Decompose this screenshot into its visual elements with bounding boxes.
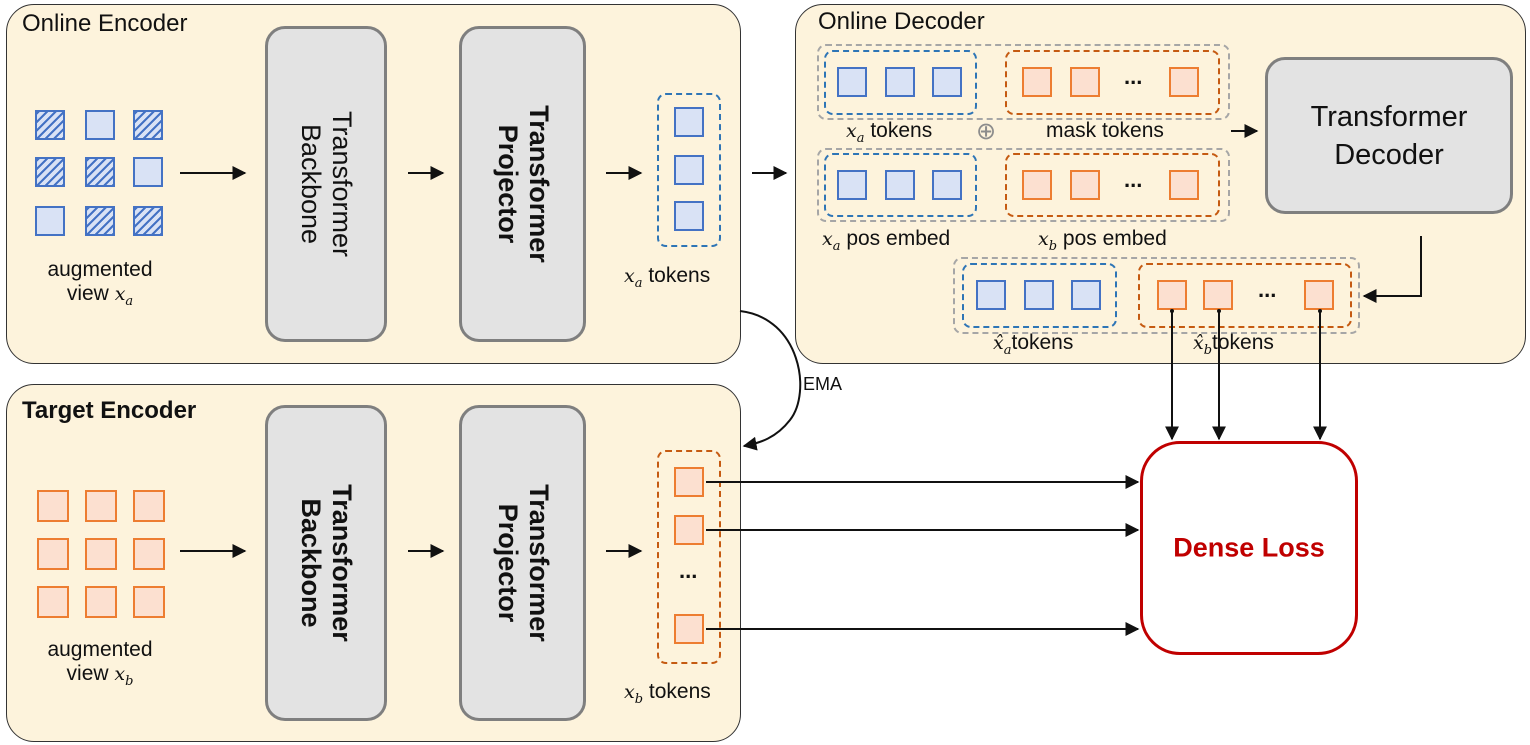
patch <box>35 157 65 187</box>
patch <box>133 490 165 522</box>
mask-token <box>1070 67 1100 97</box>
xa-token <box>837 67 867 97</box>
pos-embed <box>885 170 915 200</box>
xb-token <box>674 614 704 644</box>
xa-token <box>932 67 962 97</box>
patch <box>37 538 69 570</box>
patch <box>85 538 117 570</box>
mask-tokens-label: mask tokens <box>1046 119 1164 142</box>
decoder-xa-pos-group <box>824 153 977 217</box>
augmented-view-b-label: augmented view xb <box>47 638 153 690</box>
decoder-input-row-tokens <box>817 44 1230 120</box>
pos-ellipsis: ... <box>1124 167 1143 192</box>
pos-embed <box>1169 170 1199 200</box>
mask-tokens-group <box>1005 50 1220 115</box>
decoder-output-row <box>953 257 1360 334</box>
online-xa-tokens-group <box>657 93 721 247</box>
mask-ellipsis: ... <box>1124 64 1143 89</box>
pred-b-token <box>1203 280 1233 310</box>
pred-b-ellipsis: ... <box>1258 277 1277 302</box>
patch <box>35 206 65 236</box>
decoder-input-row-pos <box>817 148 1230 222</box>
online-xa-tokens-label: xa tokens <box>624 264 711 292</box>
xa-token <box>674 201 704 231</box>
ema-label: EMA <box>803 374 843 394</box>
decoder-xb-pos-group <box>1005 153 1220 217</box>
target-xb-tokens-label: xb tokens <box>624 680 711 708</box>
augmented-view-a-label: augmented view xa <box>47 258 153 310</box>
xa-pos-embed-label: xa pos embed <box>822 227 951 255</box>
pred-a-tokens-label: x̂atokens <box>993 331 1074 359</box>
online-encoder-title: Online Encoder <box>22 10 188 37</box>
patch <box>85 490 117 522</box>
patch <box>133 586 165 618</box>
patch <box>133 538 165 570</box>
patch <box>133 157 163 187</box>
patch <box>35 110 65 140</box>
pos-embed <box>1070 170 1100 200</box>
patch <box>133 110 163 140</box>
ema-arrow <box>739 310 802 451</box>
mask-token <box>1169 67 1199 97</box>
online-decoder-title: Online Decoder <box>818 8 985 35</box>
pos-embed <box>837 170 867 200</box>
plus-icon: ⊕ <box>976 118 997 145</box>
pos-embed <box>1022 170 1052 200</box>
patch <box>85 206 115 236</box>
decoder-xa-tokens-label: xa tokens <box>846 119 933 147</box>
xb-token <box>674 515 704 545</box>
mask-token <box>1022 67 1052 97</box>
pos-embed <box>932 170 962 200</box>
xb-ellipsis: ... <box>679 558 698 583</box>
arrow <box>1362 236 1422 303</box>
pred-a-tokens-group <box>962 263 1117 328</box>
pred-b-tokens-group <box>1138 263 1352 328</box>
patch <box>85 586 117 618</box>
pred-a-token <box>1024 280 1054 310</box>
patch <box>85 157 115 187</box>
patch <box>85 110 115 140</box>
target-encoder-title: Target Encoder <box>22 397 197 424</box>
target-xb-tokens-group <box>657 450 721 664</box>
xb-pos-embed-label: xb pos embed <box>1038 227 1167 255</box>
dense-loss-label: Dense Loss <box>1173 532 1325 563</box>
decoder-xa-tokens-group <box>824 50 977 115</box>
pred-b-token <box>1304 280 1334 310</box>
xb-token <box>674 467 704 497</box>
xa-token <box>674 155 704 185</box>
patch <box>37 586 69 618</box>
xa-token <box>885 67 915 97</box>
xa-token <box>674 107 704 137</box>
pred-b-tokens-label: x̂btokens <box>1193 331 1274 359</box>
patch <box>133 206 163 236</box>
dense-loss-box: Dense Loss <box>1140 441 1358 655</box>
patch <box>37 490 69 522</box>
pred-a-token <box>976 280 1006 310</box>
pred-a-token <box>1071 280 1101 310</box>
